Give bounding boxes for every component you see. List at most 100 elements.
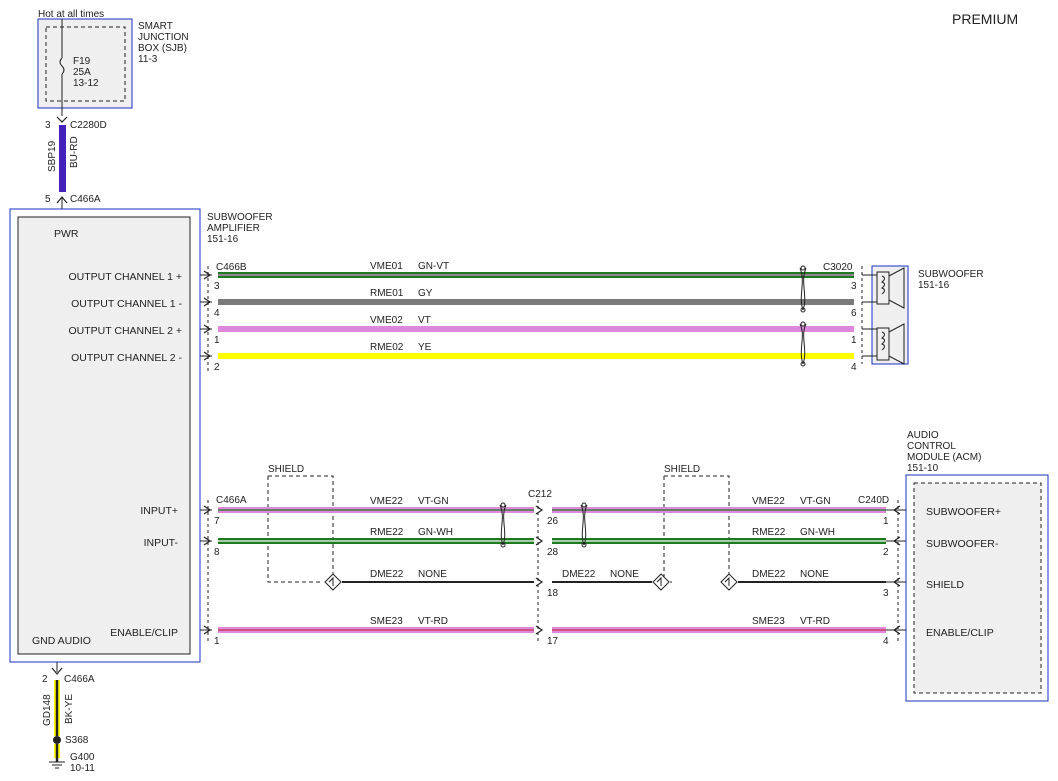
power-color: BU-RD [69,136,80,168]
subwoofer-title-line-1: SUBWOOFER [918,269,984,280]
wire-rme01-left-pin: 4 [214,308,220,319]
left-sme23-pin: 1 [214,636,220,647]
power-top-connector: C2280D [70,120,107,131]
power-top-pin: 3 [45,120,51,131]
wire-rme02-right-pin: 4 [851,362,857,373]
amp-enable-clip: ENABLE/CLIP [110,627,178,639]
right-rme22-pin: 2 [883,547,889,558]
twisted-pair-icon [499,504,507,546]
sjb-title-line-1: SMART [138,21,173,32]
ground-icon [49,761,65,769]
right-vme22-circuit: VME22 [752,496,785,507]
wire-rme01-right-pin: 6 [851,308,857,319]
power-bottom-connector: C466A [70,194,101,205]
right-sme23-circuit: SME23 [752,616,785,627]
acm-pin-enable-clip: ENABLE/CLIP [926,627,994,639]
right-vme22-pin: 1 [883,516,889,527]
splice-label: S368 [65,735,89,746]
fuse-id: F19 [73,56,91,67]
wire-vme02-circuit: VME02 [370,315,403,326]
left-sme23-color: VT-RD [418,616,448,627]
twisted-pair-icon [799,267,807,311]
input-mid-connector: C212 [528,489,552,500]
amp-output-ch2-plus: OUTPUT CHANNEL 2 + [69,325,183,337]
right-vme22-color: VT-GN [800,496,831,507]
mid-pin-17: 17 [547,636,559,647]
amp-input-plus: INPUT+ [140,505,178,517]
ground-pin: 2 [42,674,48,685]
wire-rme01-color: GY [418,288,433,299]
left-rme22-color: GN-WH [418,527,453,538]
left-dme22-circuit: DME22 [370,569,404,580]
wire-vme01-color: GN-VT [418,261,449,272]
speaker-icon [888,323,905,365]
right-rme22-color: GN-WH [800,527,835,538]
left-rme22-circuit: RME22 [370,527,404,538]
fuse-location: 13-12 [73,78,99,89]
premium-label: PREMIUM [952,11,1018,27]
subwoofer: SUBWOOFER 151-16 [862,265,984,365]
sjb-title-line-2: JUNCTION [138,32,189,43]
amp-input-minus: INPUT- [144,537,179,549]
subwoofer-title-line-2: 151-16 [918,280,950,291]
left-vme22-circuit: VME22 [370,496,403,507]
mid-pin-26: 26 [547,516,559,527]
power-circuit: SBP19 [47,140,58,172]
coil-icon [881,275,885,295]
wire-vme01-right-pin: 3 [851,281,857,292]
left-dme22-color: NONE [418,569,447,580]
sjb-title-line-4: 11-3 [138,54,158,65]
amp-output-ch1-minus: OUTPUT CHANNEL 1 - [71,298,182,310]
input-wires: C466A C212 C240D SHIELD SHIELD VME22 VT-… [200,464,906,647]
mid-dme22-circuit: DME22 [562,569,596,580]
wire-vme01: VME01 GN-VT 3 3 [200,261,857,292]
left-vme22-color: VT-GN [418,496,449,507]
twisted-pair-icon [580,504,588,546]
acm-pin-shield: SHIELD [926,579,964,591]
amp-title-line-3: 151-16 [207,234,239,245]
fuse-rating: 25A [73,67,91,78]
input-right-connector: C240D [858,495,889,506]
ground-point-id: G400 [70,752,95,763]
splice-icon [53,736,61,744]
smart-junction-box: SMART JUNCTION BOX (SJB) 11-3 F19 25A 13… [37,18,189,109]
wire-vme01-circuit: VME01 [370,261,403,272]
power-feed-wire: 3 C2280D SBP19 BU-RD 5 C466A [45,108,107,209]
wire-vme02-color: VT [418,315,431,326]
acm-pin-subwoofer-minus: SUBWOOFER- [926,538,999,550]
connector-c466a-ground-icon [51,667,63,675]
left-vme22-pin: 7 [214,516,220,527]
right-dme22-pin: 3 [883,588,889,599]
pin-arrow-icon [535,577,544,587]
acm-pin-subwoofer-plus: SUBWOOFER+ [926,506,1001,518]
ground-color: BK-YE [64,694,75,724]
wire-rme02-color: YE [418,342,432,353]
ground-circuit: 2 C466A GD148 BK-YE S368 G400 10-11 [42,662,95,774]
sjb-title-line-3: BOX (SJB) [138,43,187,54]
shield-label-right: SHIELD [664,464,700,475]
wire-rme01-circuit: RME01 [370,288,404,299]
right-dme22-circuit: DME22 [752,569,786,580]
power-bottom-pin: 5 [45,194,51,205]
pin-arrow-icon [535,505,544,515]
shield-label-left: SHIELD [268,464,304,475]
connector-c2280d-icon [56,116,68,123]
amp-output-ch2-minus: OUTPUT CHANNEL 2 - [71,352,182,364]
amp-title-line-1: SUBWOOFER [207,212,273,223]
wire-vme01-left-pin: 3 [214,281,220,292]
output-right-connector: C3020 [823,262,853,273]
wire-rme02-left-pin: 2 [214,362,220,373]
right-rme22-circuit: RME22 [752,527,786,538]
right-sme23-color: VT-RD [800,616,830,627]
mid-dme22-color: NONE [610,569,639,580]
acm-title-line-4: 151-10 [907,463,939,474]
amp-title-line-2: AMPLIFIER [207,223,260,234]
mid-pin-18: 18 [547,588,559,599]
left-sme23-circuit: SME23 [370,616,403,627]
wire-rme02-circuit: RME02 [370,342,404,353]
twisted-pair-icon [799,323,807,365]
speaker-icon [888,267,905,309]
fuse-icon [59,57,65,75]
input-left-connector: C466A [216,495,247,506]
